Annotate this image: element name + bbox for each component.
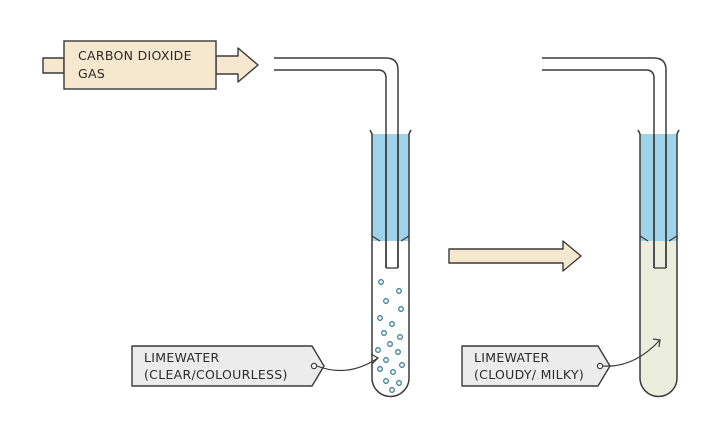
tube-in-liquid xyxy=(387,134,397,241)
delivery-tube-outer xyxy=(542,57,667,268)
gas-label-box xyxy=(63,40,217,90)
bubble xyxy=(389,321,395,327)
pointer-line xyxy=(602,339,661,367)
bubble xyxy=(383,357,389,363)
bubble xyxy=(377,315,383,321)
bubble xyxy=(387,341,393,347)
delivery-tube-inner xyxy=(274,69,387,268)
tube-in-liquid xyxy=(655,134,665,241)
bubble xyxy=(383,298,389,304)
bubble xyxy=(381,330,387,336)
test-tube-outline xyxy=(369,129,412,398)
delivery-tube-inner xyxy=(542,69,655,268)
delivery-tube-outer xyxy=(274,57,399,268)
bubble xyxy=(397,334,403,340)
gas-label-line1: CARBON DIOXIDE xyxy=(78,48,192,63)
tag-hole xyxy=(310,362,318,370)
tag-hole xyxy=(596,362,604,370)
bubble xyxy=(390,369,396,375)
limewater-milky-bottom xyxy=(640,241,677,397)
bubble xyxy=(377,366,383,372)
test-tube-before xyxy=(274,57,412,398)
test-tube-outline xyxy=(637,129,680,398)
tag-before-line2: (CLEAR/COLOURLESS) xyxy=(144,367,288,382)
tube-in-milky xyxy=(655,241,665,268)
meniscus-line xyxy=(639,235,678,242)
tag-shape xyxy=(461,345,611,387)
gas-arrow-tail-icon xyxy=(42,57,65,74)
gas-arrow: CARBON DIOXIDE GAS xyxy=(42,40,259,90)
bubble xyxy=(399,362,405,368)
test-tube-after xyxy=(542,57,680,398)
pointer-line xyxy=(316,357,379,372)
bubble xyxy=(398,306,404,312)
tag-before-line1: LIMEWATER xyxy=(144,350,220,365)
tag-after-line1: LIMEWATER xyxy=(474,350,550,365)
right-arrow-icon xyxy=(215,47,259,83)
bubble xyxy=(375,347,381,353)
gas-label-line2: GAS xyxy=(78,66,105,81)
bubble xyxy=(396,380,402,386)
label-tag-after: LIMEWATER (CLOUDY/ MILKY) xyxy=(461,338,661,387)
bubble xyxy=(383,378,389,384)
right-arrow-icon xyxy=(448,240,582,272)
bubble xyxy=(378,279,384,285)
pointer-arrowhead-icon xyxy=(370,353,379,365)
pointer-arrowhead-icon xyxy=(652,338,661,348)
bubble xyxy=(396,288,402,294)
bubble xyxy=(395,349,401,355)
bubbles xyxy=(375,279,405,393)
meniscus-line xyxy=(371,235,410,242)
tag-after-line2: (CLOUDY/ MILKY) xyxy=(474,367,584,382)
tag-shape xyxy=(131,345,325,387)
label-tag-before: LIMEWATER (CLEAR/COLOURLESS) xyxy=(131,345,379,387)
bubble xyxy=(389,387,395,393)
